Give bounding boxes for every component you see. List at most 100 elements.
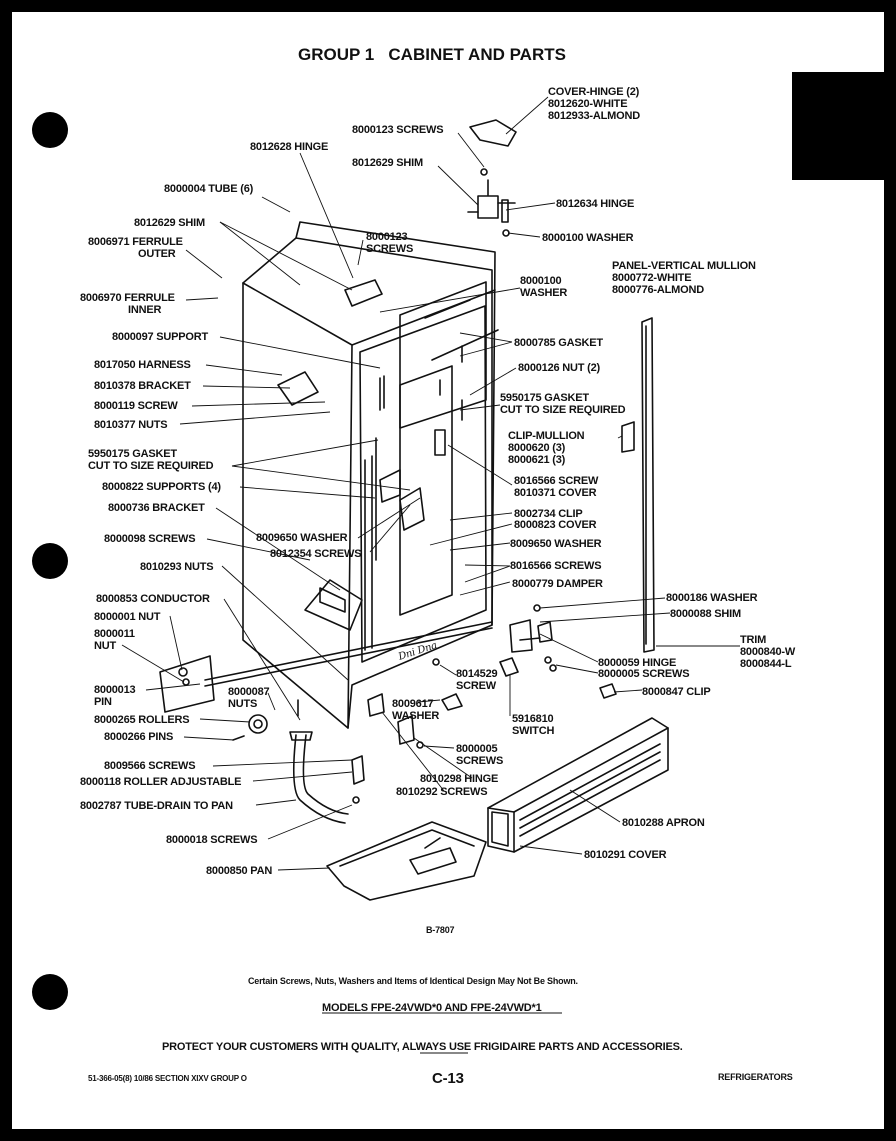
footer-protect: PROTECT YOUR CUSTOMERS WITH QUALITY, ALW…: [162, 1041, 683, 1053]
protect-pre: PROTECT YOUR CUSTOMERS WITH QUALITY,: [162, 1041, 400, 1053]
callout-hinge-8012628: 8012628 HINGE: [250, 141, 329, 153]
callout-hinge-8000059: 8000059 HINGE: [598, 657, 677, 669]
protect-always: ALWAYS: [401, 1041, 447, 1053]
callout-clip-mullion-c: 8000621 (3): [508, 454, 566, 466]
callout-nut-8000011-a: 8000011: [94, 628, 135, 640]
callout-nut-8000126: 8000126 NUT (2): [518, 362, 600, 374]
footer-category: REFRIGERATORS: [718, 1072, 793, 1082]
callout-nuts-8010293: 8010293 NUTS: [140, 561, 214, 573]
callout-pan-8000850: 8000850 PAN: [206, 865, 273, 877]
callout-cover-8010291: 8010291 COVER: [584, 849, 667, 861]
callout-gasket-5950175-right-a: 5950175 GASKET: [500, 392, 589, 404]
callout-screws-8000098: 8000098 SCREWS: [104, 533, 196, 545]
callout-damper-8000779: 8000779 DAMPER: [512, 578, 603, 590]
group-title: GROUP 1 CABINET AND PARTS: [298, 45, 566, 65]
callout-washer-8009650-right: 8009650 WASHER: [510, 538, 602, 550]
callout-cover-hinge: COVER-HINGE (2): [548, 86, 640, 98]
callout-shim-8012629-right: 8012629 SHIM: [352, 157, 423, 169]
callout-screw-8014529-b: SCREW: [456, 680, 496, 692]
callout-gasket-5950175-left-b: CUT TO SIZE REQUIRED: [88, 460, 214, 472]
callout-panel-mullion-c: 8000776-ALMOND: [612, 284, 704, 296]
binder-hole-bottom: [32, 974, 68, 1010]
callout-hinge-8010298: 8010298 HINGE: [420, 773, 499, 785]
group-number: GROUP 1: [298, 45, 375, 64]
callout-cover-hinge-almond: 8012933-ALMOND: [548, 110, 640, 122]
footer-note: Certain Screws, Nuts, Washers and Items …: [248, 976, 578, 986]
callout-roller-8000118: 8000118 ROLLER ADJUSTABLE: [80, 776, 242, 788]
callout-nuts-8010377: 8010377 NUTS: [94, 419, 168, 431]
callout-screws-8012354: 8012354 SCREWS: [270, 548, 362, 560]
callout-washer-8000100-mid-b: WASHER: [520, 287, 568, 299]
callout-screws-8010292: 8010292 SCREWS: [396, 786, 488, 798]
callout-shim-8000088: 8000088 SHIM: [670, 608, 741, 620]
callout-pin-8000013-b: PIN: [94, 696, 112, 708]
callout-tube-drain-8002787: 8002787 TUBE-DRAIN TO PAN: [80, 800, 233, 812]
callout-nut-8000001: 8000001 NUT: [94, 611, 161, 623]
callout-screws-8000018: 8000018 SCREWS: [166, 834, 258, 846]
callout-screws-8000123-mid-b: SCREWS: [366, 243, 414, 255]
callout-screws-8000005-low-b: SCREWS: [456, 755, 504, 767]
callout-support-8000097: 8000097 SUPPORT: [112, 331, 209, 343]
footer-models: MODELS FPE-24VWD*0 AND FPE-24VWD*1: [322, 1002, 542, 1014]
callout-bracket-8000736: 8000736 BRACKET: [108, 502, 205, 514]
callout-nuts-8000087-b: NUTS: [228, 698, 258, 710]
parts-sheet: [12, 12, 884, 1129]
callout-screws-8009566: 8009566 SCREWS: [104, 760, 196, 772]
drain-pan: [326, 821, 487, 901]
callout-hinge-8012634: 8012634 HINGE: [556, 198, 635, 210]
callout-panel-mullion-a: PANEL-VERTICAL MULLION: [612, 260, 756, 272]
callout-apron-8010288: 8010288 APRON: [622, 817, 705, 829]
mullion-panel: [641, 317, 655, 653]
callout-ferrule-inner-a: 8006970 FERRULE: [80, 292, 175, 304]
index-tab: [792, 72, 896, 180]
callout-conductor-8000853: 8000853 CONDUCTOR: [96, 593, 210, 605]
callout-harness-8017050: 8017050 HARNESS: [94, 359, 191, 371]
footer-page-number: C-13: [432, 1070, 464, 1087]
figure-id: B-7807: [426, 925, 455, 935]
binder-hole-top: [32, 112, 68, 148]
callout-clip-mullion-a: CLIP-MULLION: [508, 430, 585, 442]
callout-ferrule-outer-b: OUTER: [138, 248, 176, 260]
callout-ferrule-outer-a: 8006971 FERRULE: [88, 236, 183, 248]
callout-bracket-8010378: 8010378 BRACKET: [94, 380, 191, 392]
callout-washer-8000186: 8000186 WASHER: [666, 592, 758, 604]
callout-screws-8000005-low-a: 8000005: [456, 743, 498, 755]
callout-trim-a: TRIM: [740, 634, 767, 646]
cover-hinge-part: [469, 119, 517, 147]
callout-screw-8000119: 8000119 SCREW: [94, 400, 178, 412]
callout-switch-5916810-a: 5916810: [512, 713, 554, 725]
callout-clip-8002734: 8002734 CLIP: [514, 508, 583, 520]
callout-washer-8009617-b: WASHER: [392, 710, 440, 722]
callout-clip-mullion-b: 8000620 (3): [508, 442, 566, 454]
protect-post: USE FRIGIDAIRE PARTS AND ACCESSORIES.: [449, 1041, 683, 1053]
callout-gasket-5950175-left-a: 5950175 GASKET: [88, 448, 177, 460]
binder-hole-middle: [32, 543, 68, 579]
callout-trim-b: 8000840-W: [740, 646, 796, 658]
callout-ferrule-inner-b: INNER: [128, 304, 162, 316]
callout-screws-8000005-right: 8000005 SCREWS: [598, 668, 690, 680]
callout-screws-8000123-mid-a: 8000123: [366, 231, 408, 243]
callout-rollers-8000265: 8000265 ROLLERS: [94, 714, 190, 726]
callout-nuts-8000087-a: 8000087: [228, 686, 270, 698]
callout-tube-8000004: 8000004 TUBE (6): [164, 183, 254, 195]
group-name: CABINET AND PARTS: [388, 45, 566, 64]
callout-trim-c: 8000844-L: [740, 658, 792, 670]
callout-switch-5916810-b: SWITCH: [512, 725, 555, 737]
callout-screws-8000123-top: 8000123 SCREWS: [352, 124, 444, 136]
callout-washer-8000100-right: 8000100 WASHER: [542, 232, 634, 244]
callout-pin-8000013-a: 8000013: [94, 684, 136, 696]
callout-washer-8000100-mid-a: 8000100: [520, 275, 562, 287]
callout-shim-8012629-left: 8012629 SHIM: [134, 217, 205, 229]
callout-washer-8009617-a: 8009617: [392, 698, 434, 710]
callout-cover-8010371: 8010371 COVER: [514, 487, 597, 499]
callout-pins-8000266: 8000266 PINS: [104, 731, 174, 743]
callout-clip-8000847: 8000847 CLIP: [642, 686, 711, 698]
apron-part: [487, 717, 669, 853]
callout-nut-8000011-b: NUT: [94, 640, 117, 652]
callout-supports-8000822: 8000822 SUPPORTS (4): [102, 481, 221, 493]
callout-screw-8014529-a: 8014529: [456, 668, 498, 680]
callout-panel-mullion-b: 8000772-WHITE: [612, 272, 692, 284]
callout-washer-8009650-left: 8009650 WASHER: [256, 532, 348, 544]
